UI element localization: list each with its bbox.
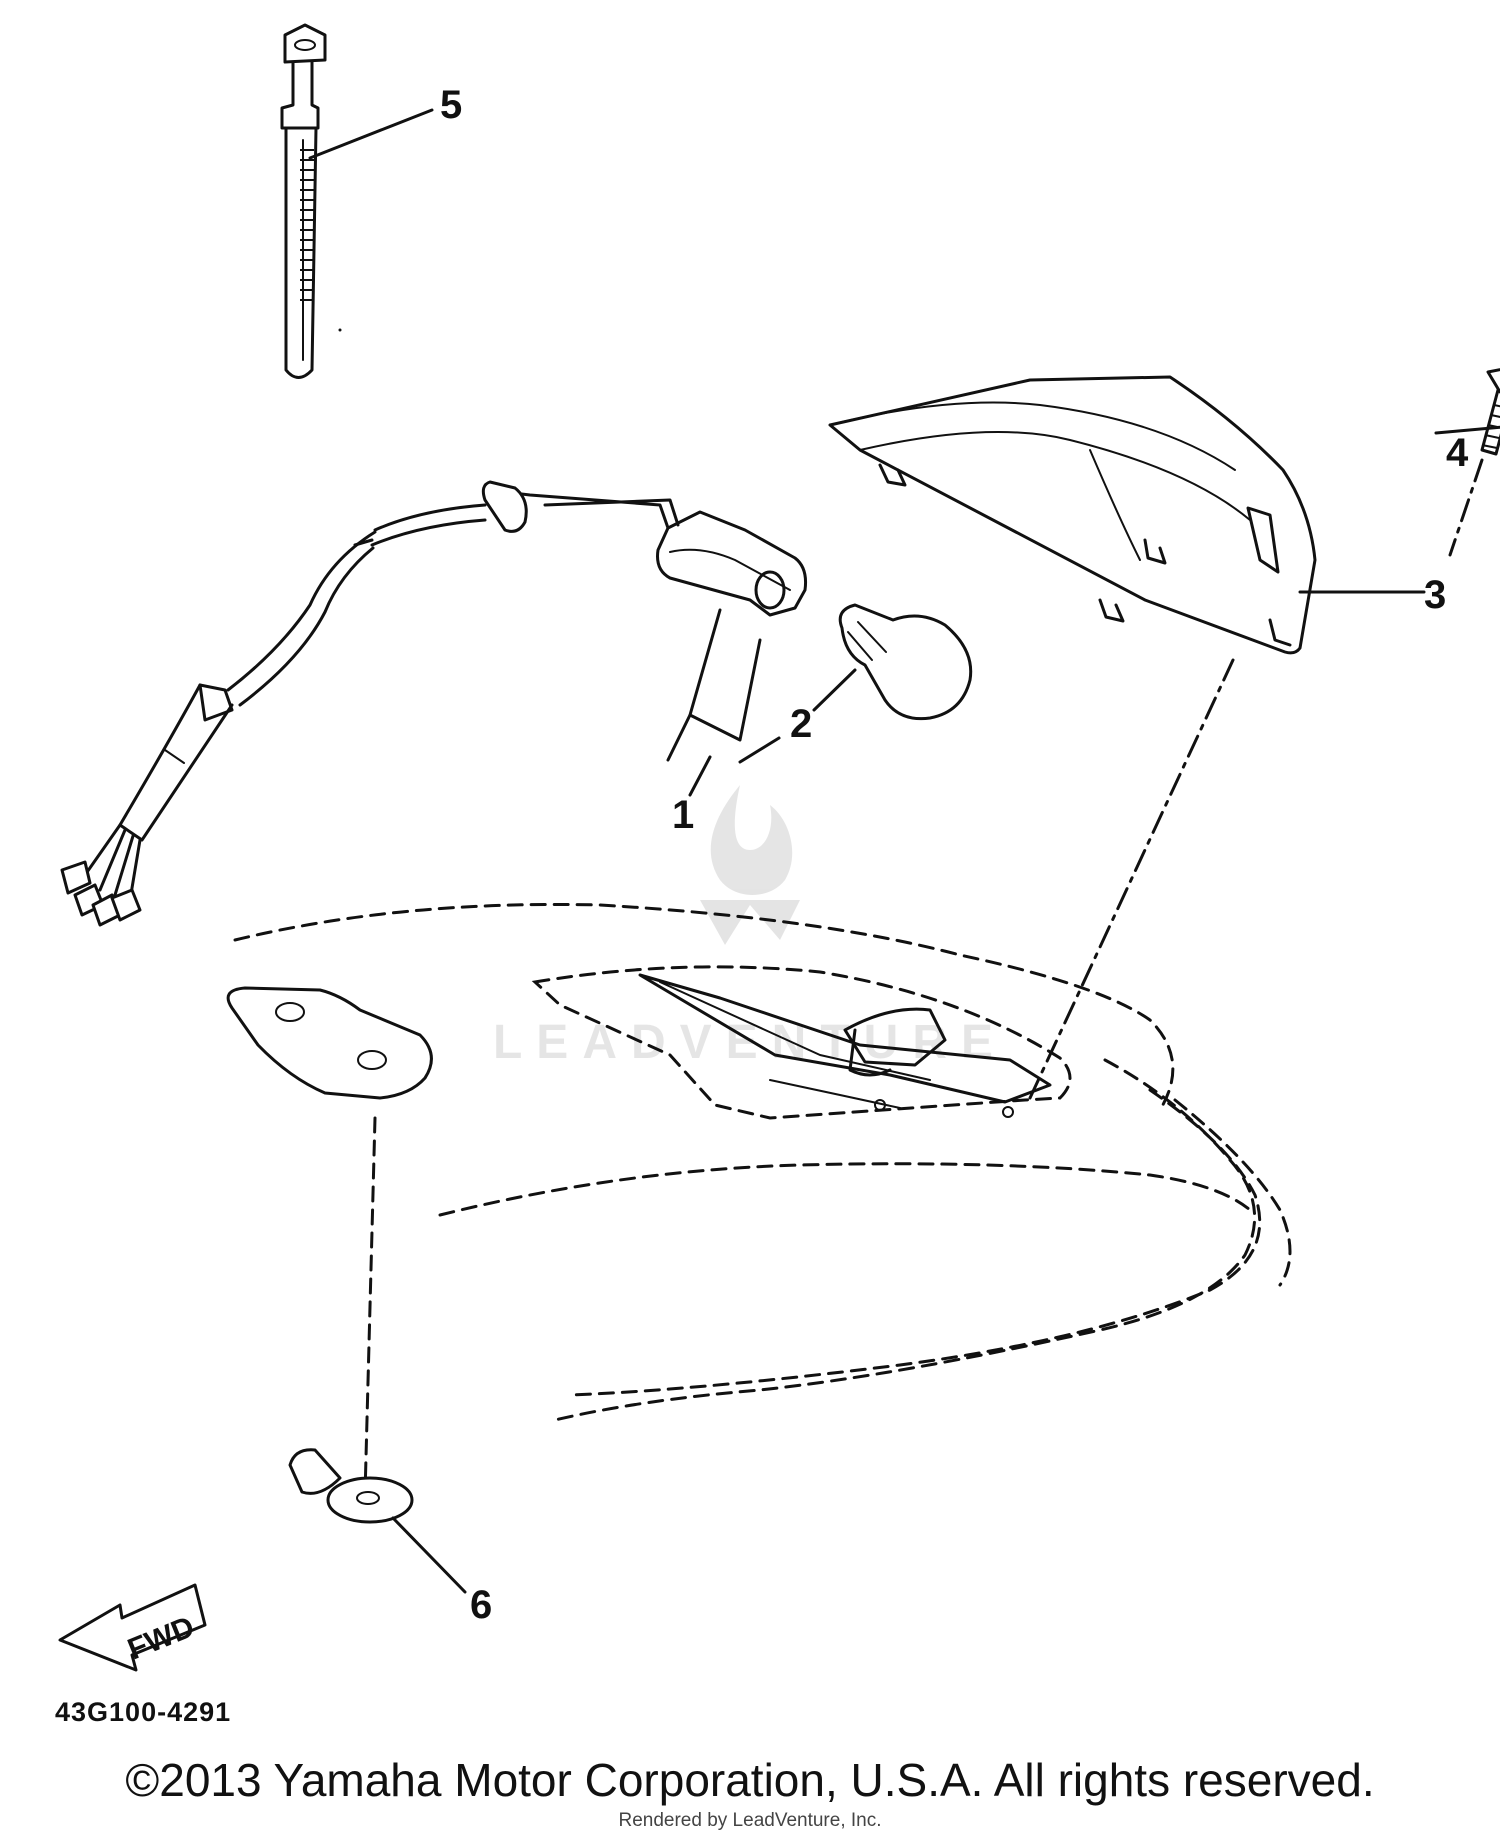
- fairing-body: [233, 902, 1292, 1422]
- mounting-plate-part: [226, 986, 433, 1100]
- fwd-direction-arrow-icon: FWD: [58, 1583, 207, 1672]
- socket-harness-part: [60, 480, 807, 927]
- leader-line-5: [308, 108, 434, 160]
- leader-line-1: [688, 755, 712, 797]
- bulb-part: [838, 603, 973, 721]
- leader-line-2b: [738, 736, 781, 764]
- clip-washer-part: [288, 1448, 414, 1524]
- plate-center-line: [363, 1116, 377, 1497]
- callout-5: 5: [440, 83, 462, 127]
- screw-center-line: [1448, 458, 1484, 557]
- lamp-center-line: [1028, 658, 1235, 1100]
- cable-tie-part: [280, 23, 327, 379]
- leadventure-watermark: LEADVENTURE: [492, 1016, 1008, 1069]
- leader-line-6: [391, 1516, 467, 1594]
- leader-line-2: [812, 668, 857, 712]
- rendered-by-credit: Rendered by LeadVenture, Inc.: [618, 1810, 882, 1831]
- leadventure-logo-icon: [700, 785, 800, 945]
- callout-2: 2: [790, 702, 812, 746]
- lamp-cover-part: [828, 375, 1317, 655]
- diagram-code: 43G100-4291: [55, 1697, 232, 1727]
- leader-line-4: [1434, 425, 1500, 435]
- callout-4: 4: [1446, 431, 1469, 475]
- callout-3: 3: [1424, 573, 1446, 617]
- callout-1: 1: [672, 793, 694, 837]
- copyright-notice: ©2013 Yamaha Motor Corporation, U.S.A. A…: [125, 1754, 1375, 1806]
- callout-6: 6: [470, 1583, 492, 1627]
